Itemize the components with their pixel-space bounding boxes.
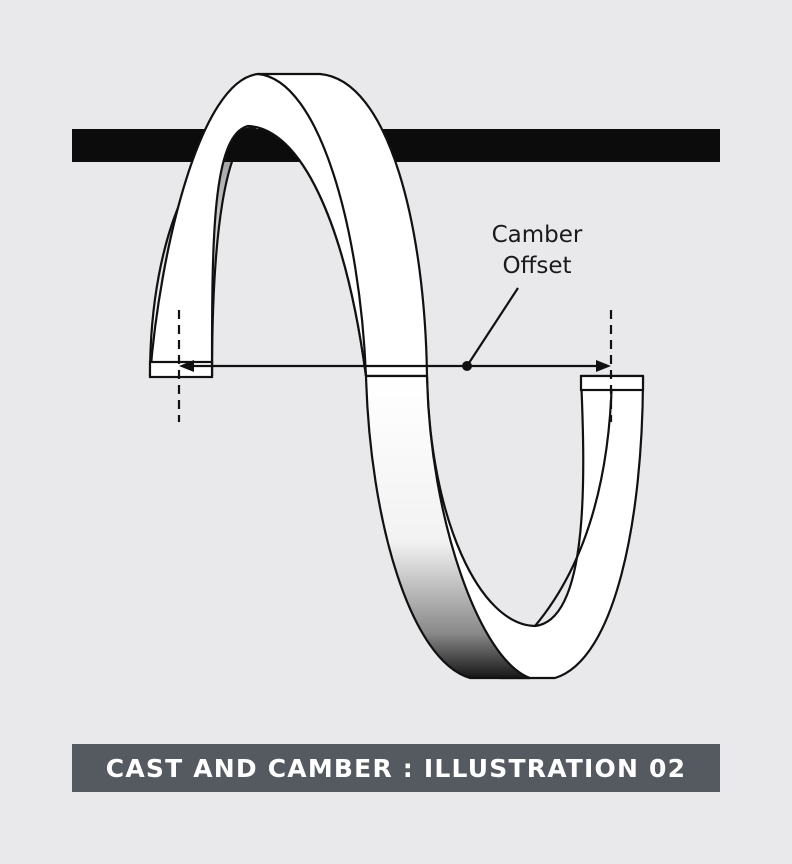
left-arrowhead bbox=[179, 360, 194, 372]
annotation-label-line1: Camber bbox=[492, 222, 583, 248]
left-end-cap bbox=[148, 360, 214, 379]
leader-line bbox=[466, 287, 519, 367]
annotation-label-line2: Offset bbox=[502, 253, 571, 279]
lower-arc-front-face bbox=[364, 374, 532, 680]
right-arc-inner-edge bbox=[534, 375, 614, 627]
right-arrowhead bbox=[596, 360, 611, 372]
caption-bar: CAST AND CAMBER : ILLUSTRATION 02 bbox=[72, 744, 720, 792]
upper-arc-front-face bbox=[148, 72, 429, 378]
horizontal-bar bbox=[72, 129, 720, 162]
upper-arc-edge-line bbox=[257, 72, 368, 377]
caption-title: CAST AND CAMBER : ILLUSTRATION 02 bbox=[105, 753, 687, 783]
